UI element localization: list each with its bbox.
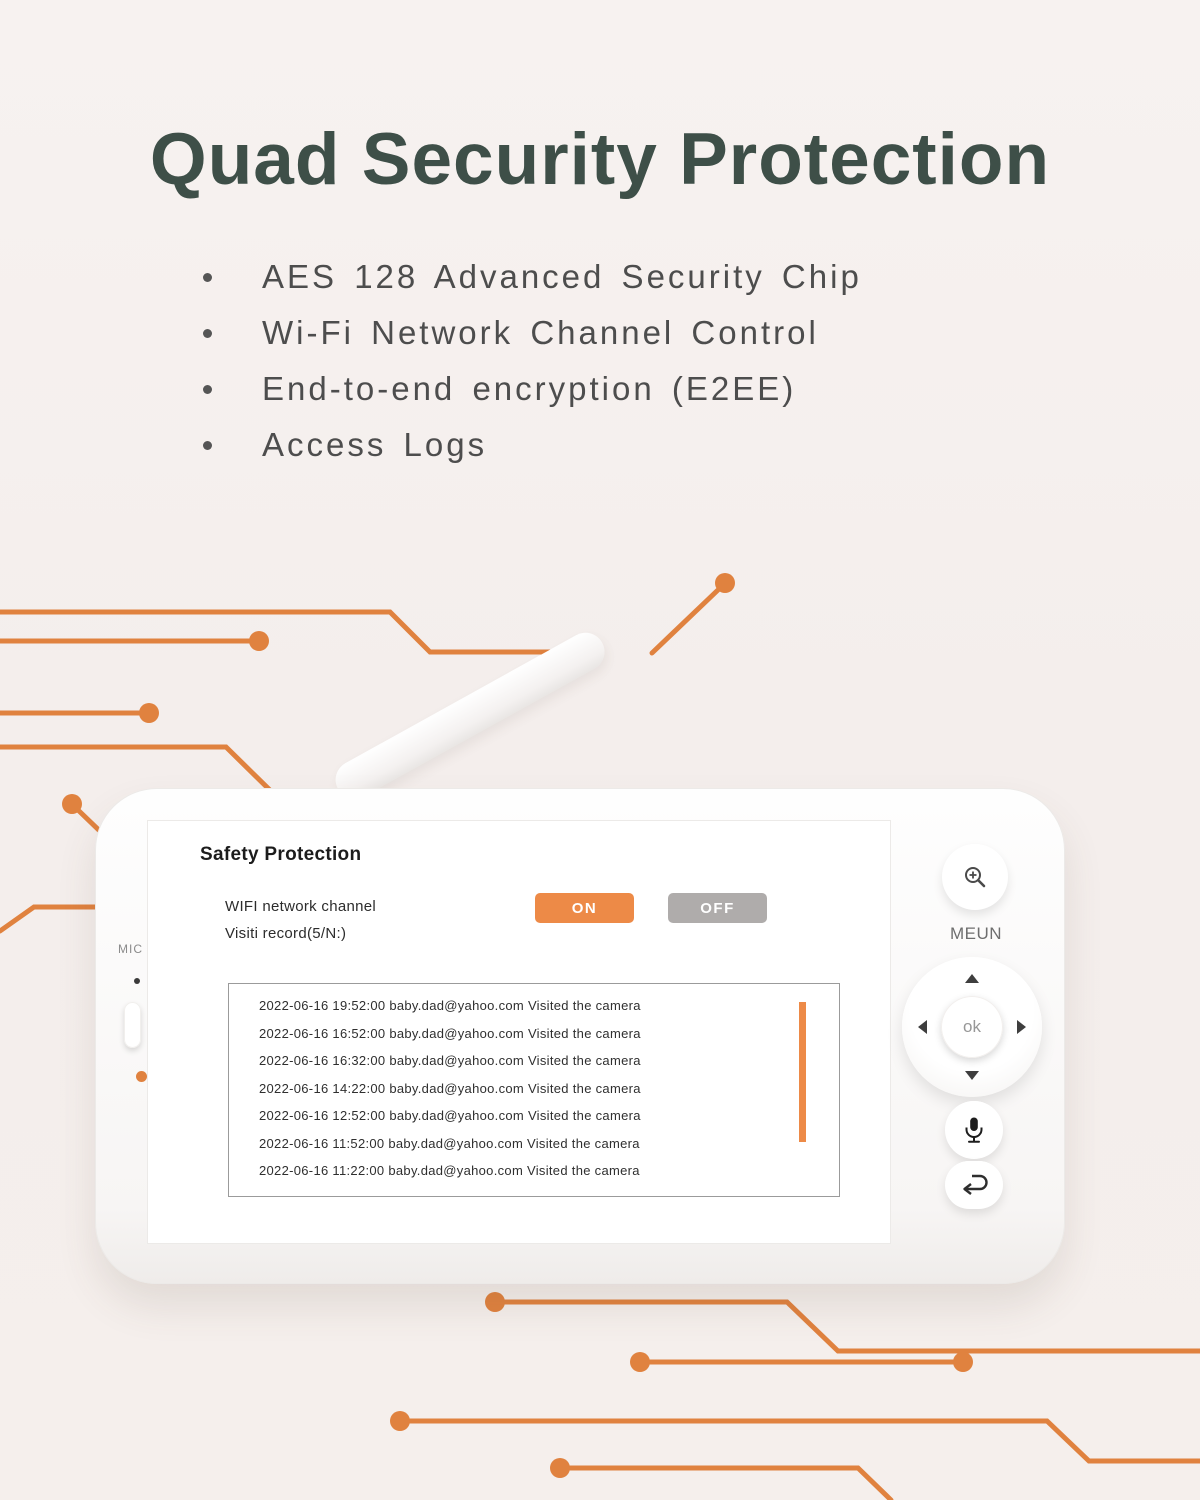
feature-text: AES 128 Advanced Security Chip [262, 258, 862, 295]
visit-record-label: Visiti record(5/N:) [225, 925, 347, 942]
arrow-up-icon[interactable] [965, 974, 979, 983]
mic-label: MIC [118, 942, 143, 956]
feature-text: Wi-Fi Network Channel Control [262, 314, 819, 351]
zoom-button[interactable] [942, 844, 1008, 910]
mic-hole [134, 978, 140, 984]
wifi-off-button[interactable]: OFF [668, 893, 767, 923]
direction-pad[interactable]: ok [902, 957, 1042, 1097]
microphone-icon [965, 1117, 983, 1143]
bullet-icon [203, 441, 212, 450]
side-button[interactable] [124, 1002, 141, 1048]
magnifier-plus-icon [965, 867, 986, 888]
feature-text: Access Logs [262, 426, 488, 463]
feature-text: End-to-end encryption (E2EE) [262, 370, 797, 407]
arrow-down-icon[interactable] [965, 1071, 979, 1080]
visit-record-row: 2022-06-16 19:52:00 baby.dad@yahoo.com V… [259, 998, 641, 1013]
bullet-icon [203, 329, 212, 338]
screen-heading: Safety Protection [200, 844, 362, 865]
feature-item: AES 128 Advanced Security Chip [203, 260, 862, 294]
visit-record-row: 2022-06-16 11:22:00 baby.dad@yahoo.com V… [259, 1163, 640, 1178]
arrow-left-icon[interactable] [918, 1020, 927, 1034]
feature-list: AES 128 Advanced Security Chip Wi-Fi Net… [203, 260, 862, 484]
feature-item: Wi-Fi Network Channel Control [203, 316, 862, 350]
arrow-right-icon[interactable] [1017, 1020, 1026, 1034]
visit-record-row: 2022-06-16 16:32:00 baby.dad@yahoo.com V… [259, 1053, 641, 1068]
feature-item: End-to-end encryption (E2EE) [203, 372, 862, 406]
baby-monitor-device: MIC Safety Protection WIFI network chann… [95, 788, 1065, 1284]
back-button[interactable] [945, 1161, 1003, 1209]
talk-button[interactable] [945, 1101, 1003, 1159]
bullet-icon [203, 273, 212, 282]
visit-record-row: 2022-06-16 11:52:00 baby.dad@yahoo.com V… [259, 1135, 640, 1151]
feature-item: Access Logs [203, 428, 862, 462]
visit-record-row: 2022-06-16 14:22:00 baby.dad@yahoo.com V… [259, 1080, 641, 1096]
bullet-icon [203, 385, 212, 394]
return-arrow-icon [963, 1174, 988, 1195]
visit-record-row: 2022-06-16 16:52:00 baby.dad@yahoo.com V… [259, 1025, 641, 1041]
device-screen: Safety Protection WIFI network channel V… [148, 821, 890, 1243]
ok-button[interactable]: ok [941, 996, 1003, 1058]
scrollbar[interactable] [799, 1002, 806, 1142]
menu-label: MEUN [949, 924, 1003, 943]
visit-record-list: 2022-06-16 19:52:00 baby.dad@yahoo.com V… [228, 983, 840, 1197]
page-title: Quad Security Protection [149, 119, 1051, 200]
visit-record-row: 2022-06-16 12:52:00 baby.dad@yahoo.com V… [259, 1108, 641, 1123]
wifi-on-button[interactable]: ON [535, 893, 634, 923]
wifi-channel-label: WIFI network channel [225, 898, 377, 915]
status-led [136, 1071, 147, 1082]
